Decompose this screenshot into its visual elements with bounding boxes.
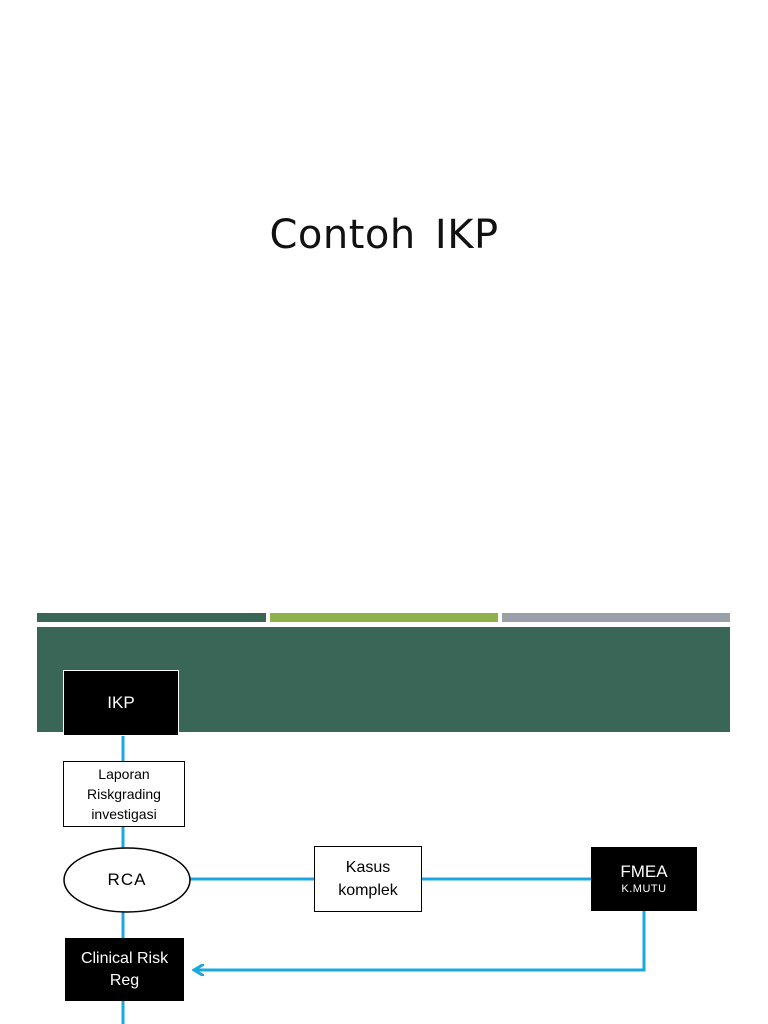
- ikp-label: IKP: [107, 693, 135, 712]
- laporan-node: Laporan Riskgrading investigasi: [63, 761, 185, 827]
- rca-label: RCA: [107, 870, 147, 889]
- kasus-label-line-1: Kasus: [345, 859, 391, 876]
- header-stripe-green: [37, 613, 266, 622]
- rca-node: RCA: [64, 848, 190, 912]
- ikp-node: IKP: [63, 670, 179, 736]
- slide-title: Contoh IKP: [269, 212, 499, 258]
- header-stripe-gray: [502, 613, 730, 622]
- fmea-node: FMEA K.MUTU: [591, 847, 697, 911]
- clinical-risk-reg-node: Clinical Risk Reg: [65, 938, 184, 1001]
- laporan-label-line-3: investigasi: [91, 806, 157, 822]
- fmea-sublabel: K.MUTU: [621, 883, 667, 895]
- clinical-label-line-1: Clinical Risk: [80, 949, 169, 967]
- fmea-label: FMEA: [620, 862, 668, 881]
- clinical-label-line-2: Reg: [109, 971, 140, 989]
- connector-fmea-clinical: [194, 911, 646, 970]
- laporan-label-line-2: Riskgrading: [87, 786, 161, 802]
- kasus-label-line-2: komplek: [338, 882, 398, 899]
- laporan-label-line-1: Laporan: [98, 766, 150, 782]
- header-stripe-lime: [270, 613, 498, 622]
- kasus-node: Kasus komplek: [314, 846, 422, 912]
- rca-node-shape: [63, 847, 191, 913]
